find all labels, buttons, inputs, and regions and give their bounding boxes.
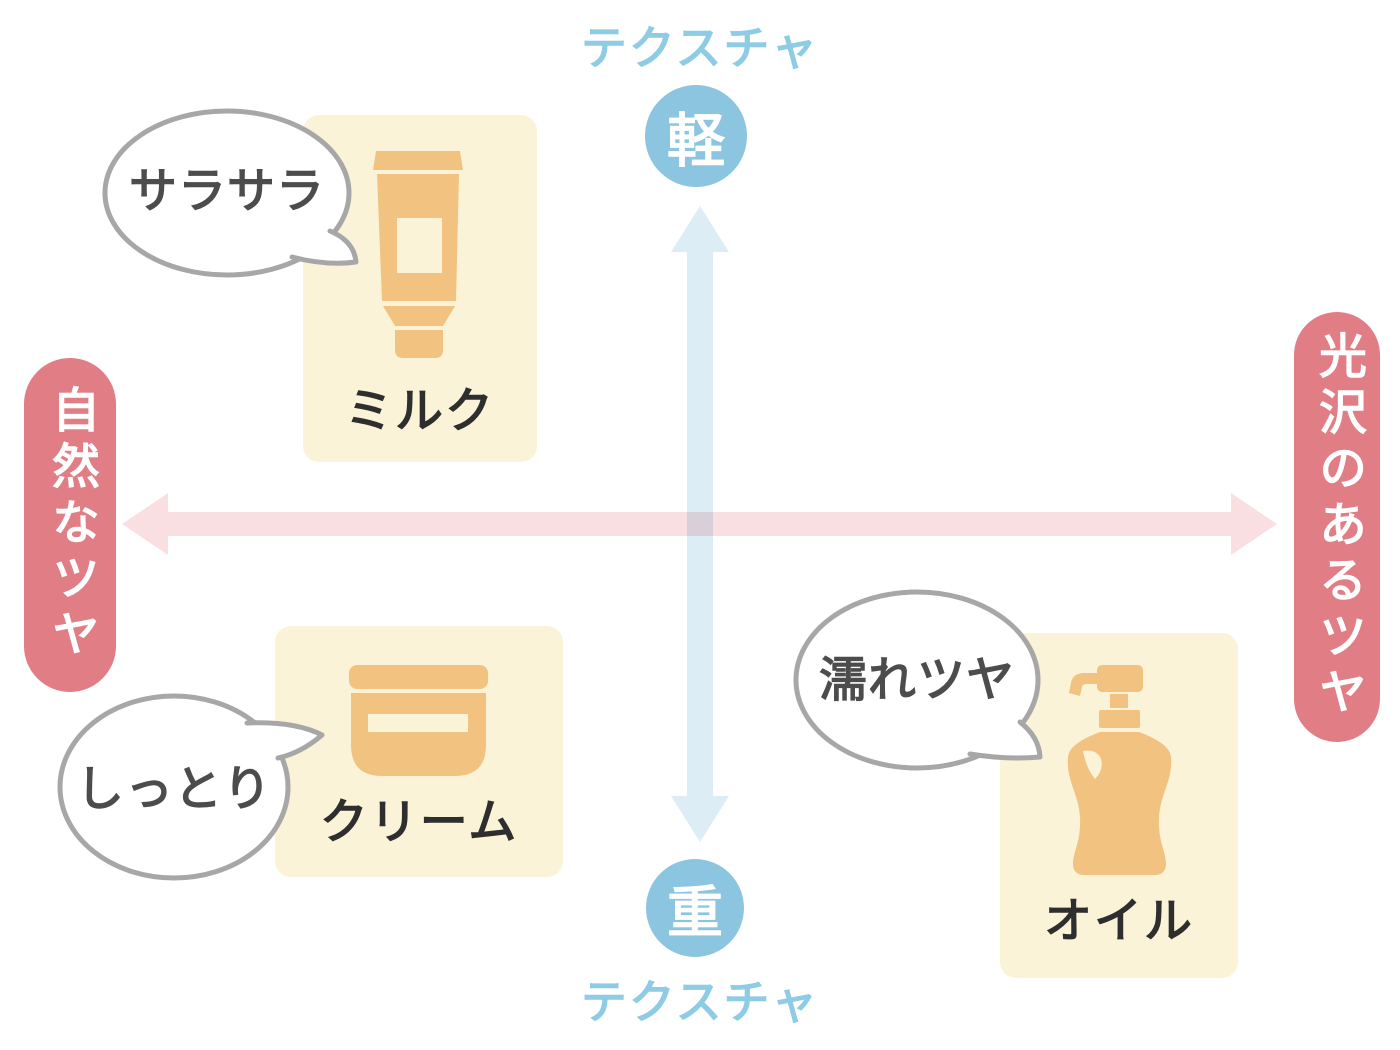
product-label-oil: オイル [1043, 895, 1194, 948]
pole-heavy-label: 重 [667, 880, 723, 944]
speech-bubble-oil [793, 589, 1043, 771]
speech-bubble-milk [102, 108, 359, 278]
product-label-cream: クリーム [319, 796, 519, 849]
pole-glossy-shine-label: 光沢のあるツヤ [1311, 331, 1364, 723]
pole-badge-light: 軽 [645, 85, 747, 187]
pole-pill-natural-shine: 自然なツヤ [24, 358, 116, 692]
product-label-milk: ミルク [344, 385, 495, 438]
bubble-text-milk: サラサラ [128, 165, 325, 218]
product-card-cream: クリーム [275, 626, 563, 877]
bubble-tail-oil [967, 719, 1043, 761]
pump-bottle-icon [1067, 665, 1172, 875]
bubble-tail-milk [289, 228, 359, 266]
bubble-text-oil: 濡れツヤ [818, 654, 1015, 707]
axis-caption-texture-bottom: テクスチャ [580, 976, 820, 1028]
product-card-milk: ミルク [303, 115, 537, 462]
bubble-text-cream: しっとり [75, 763, 272, 816]
horizontal-axis-arrow-icon [122, 493, 1277, 555]
speech-bubble-cream [57, 693, 325, 881]
pole-badge-heavy: 重 [646, 859, 744, 957]
pole-pill-glossy-shine: 光沢のあるツヤ [1294, 312, 1380, 742]
pole-natural-shine-label: 自然なツヤ [44, 385, 97, 665]
bubble-tail-cream [244, 720, 325, 761]
pole-light-label: 軽 [666, 109, 725, 174]
jar-icon [349, 665, 488, 776]
tube-icon [373, 151, 463, 358]
axis-caption-texture-top: テクスチャ [580, 22, 820, 74]
